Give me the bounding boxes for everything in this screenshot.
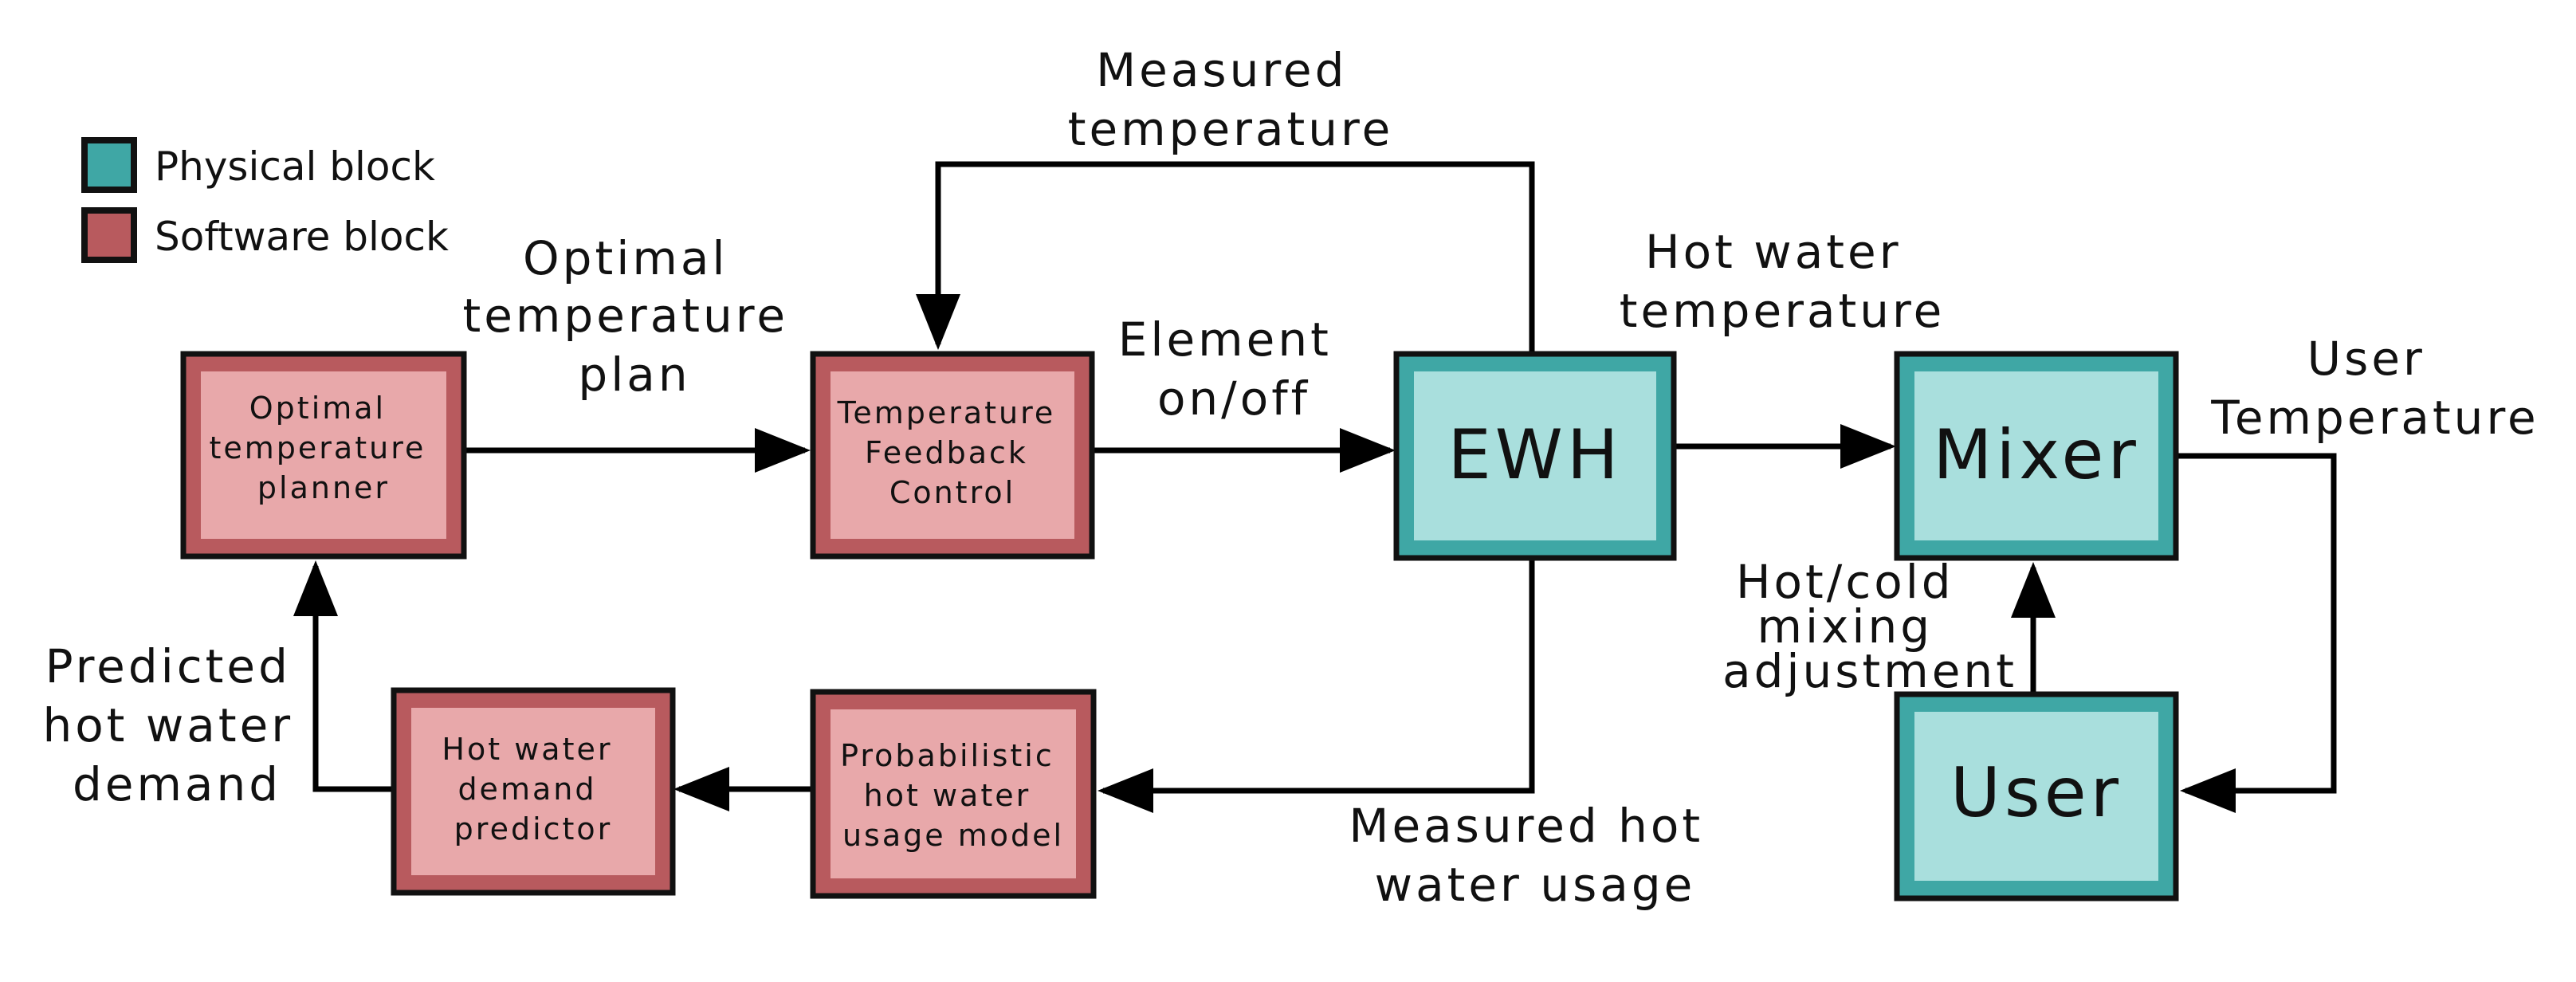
legend-physical-label: Physical block [155, 143, 435, 190]
edge-label-measured-temperature: Measured temperature [1068, 43, 1394, 156]
block-ewh-label: EWH [1447, 415, 1622, 495]
block-feedback-control: Temperature Feedback Control [810, 351, 1095, 560]
edge-measured-usage-line [1098, 558, 1535, 813]
legend-software-label: Software block [155, 214, 449, 260]
edge-label-predicted-demand: Predicted hot water demand [42, 639, 311, 811]
edge-label-plan: Optimal temperature plan [462, 231, 806, 402]
block-usage-model: Probabilistic hot water usage model [810, 689, 1097, 899]
edge-label-user-temperature: User Temperature [2210, 332, 2539, 445]
legend: Physical block Software block [81, 137, 449, 263]
legend-physical-swatch [81, 137, 137, 193]
block-demand-predictor: Hot water demand predictor [391, 687, 676, 896]
block-user: User [1894, 691, 2179, 901]
legend-software: Software block [81, 207, 449, 263]
legend-software-swatch [81, 207, 137, 263]
block-usage-model-label: Probabilistic hot water usage model [840, 738, 1066, 853]
edge-label-measured-usage: Measured hot water usage [1349, 799, 1721, 912]
block-ewh: EWH [1393, 351, 1677, 561]
edge-user-temperature-line [2176, 453, 2337, 813]
block-mixer-label: Mixer [1933, 415, 2140, 495]
edge-label-element: Element on/off [1118, 312, 1350, 426]
connectors [293, 161, 2337, 813]
edge-measured-temperature-line [916, 161, 1535, 354]
block-planner: Optimal temperature planner [180, 351, 467, 560]
block-feedback-control-label: Temperature Feedback Control [837, 395, 1068, 510]
edge-predicted-demand-line [293, 560, 392, 792]
block-planner-label: Optimal temperature planner [210, 391, 438, 505]
block-demand-predictor-label: Hot water demand predictor [442, 732, 624, 846]
block-user-label: User [1950, 753, 2122, 833]
edge-label-hot-water-temperature: Hot water temperature [1620, 225, 1946, 338]
edge-label-mixing: Hot/cold mixing adjustment [1722, 555, 2017, 698]
block-mixer: Mixer [1894, 351, 2179, 561]
legend-physical: Physical block [81, 137, 435, 193]
